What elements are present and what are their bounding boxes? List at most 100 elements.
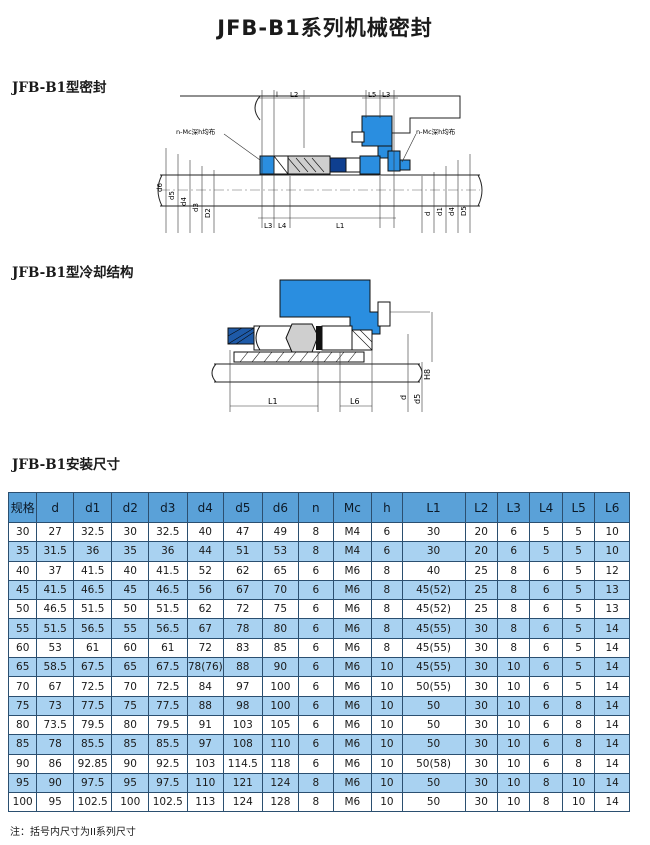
table-cell: 51 xyxy=(223,541,263,562)
table-cell: 90 xyxy=(261,657,300,678)
table-cell: 10 xyxy=(371,772,403,794)
table-cell: 30 xyxy=(111,521,149,543)
table-cell: 60 xyxy=(7,637,38,659)
table-cell: 70 xyxy=(7,676,38,697)
table-cell: 47 xyxy=(223,521,263,543)
table-cell: 73 xyxy=(36,695,74,716)
table-cell: 8 xyxy=(298,541,334,562)
table-cell: 10 xyxy=(561,792,596,813)
table-cell: 10 xyxy=(496,734,531,755)
table-cell: 10 xyxy=(496,772,531,794)
section-title-install: JFB-B1安装尺寸 xyxy=(12,457,121,473)
dim-label-d4: d4 xyxy=(180,197,188,206)
column-header: d2 xyxy=(111,492,149,523)
table-cell: 85.5 xyxy=(147,734,188,755)
table-cell: M6 xyxy=(332,792,373,813)
table-cell: 97 xyxy=(186,734,225,755)
dim-label-d6: d6 xyxy=(156,183,164,192)
table-cell: M6 xyxy=(332,695,373,716)
table-cell: 5 xyxy=(561,541,596,562)
table-cell: 5 xyxy=(561,579,596,601)
table-cell: 65 xyxy=(261,560,300,581)
table-cell: 67 xyxy=(223,579,263,601)
table-cell: 80 xyxy=(7,714,38,736)
table-cell: 50 xyxy=(401,695,466,716)
table-cell: M6 xyxy=(332,676,373,697)
table-cell: 5 xyxy=(561,521,596,543)
table-cell: 85 xyxy=(261,637,300,659)
table-cell: 92.5 xyxy=(147,753,188,774)
table-cell: 128 xyxy=(261,792,300,813)
table-cell: 6 xyxy=(529,753,563,774)
table-cell: 8 xyxy=(496,560,531,581)
table-cell: 83 xyxy=(223,637,263,659)
table-cell: 45 xyxy=(111,579,149,601)
table-cell: 100 xyxy=(7,792,38,813)
note-right: n-Mc深h均布 xyxy=(416,127,456,136)
table-cell: 5 xyxy=(561,637,596,659)
dim-label-right-d5: D5 xyxy=(460,206,468,216)
column-header: d1 xyxy=(72,492,113,523)
table-cell: 10 xyxy=(496,753,531,774)
cooling-structure-diagram: L1 L6 d d5 H8 xyxy=(211,279,433,412)
table-cell: 45(52) xyxy=(401,599,466,620)
table-cell: 6 xyxy=(371,541,403,562)
dim-label-d3: d3 xyxy=(192,203,200,212)
table-cell: 32.5 xyxy=(147,521,188,543)
table-cell: 6 xyxy=(298,753,334,774)
table-cell: 72.5 xyxy=(147,676,188,697)
table-cell: M6 xyxy=(332,560,373,581)
table-cell: 80 xyxy=(261,618,300,639)
table-cell: 51.5 xyxy=(36,618,74,639)
table-cell: 10 xyxy=(561,772,596,794)
table-cell: 6 xyxy=(529,579,563,601)
table-cell: M4 xyxy=(332,541,373,562)
table-cell: 78(76) xyxy=(186,657,225,678)
table-cell: 8 xyxy=(561,753,596,774)
table-cell: 30 xyxy=(464,637,498,659)
table-cell: 8 xyxy=(496,637,531,659)
table-cell: 14 xyxy=(594,657,630,678)
table-cell: 50 xyxy=(401,734,466,755)
table-cell: 30 xyxy=(464,618,498,639)
table-cell: 14 xyxy=(594,714,630,736)
table-cell: 14 xyxy=(594,618,630,639)
table-cell: 50 xyxy=(401,772,466,794)
table-cell: 6 xyxy=(496,521,531,543)
table-cell: 124 xyxy=(261,772,300,794)
table-cell: 8 xyxy=(529,772,563,794)
table-cell: M6 xyxy=(332,599,373,620)
table-cell: 98 xyxy=(223,695,263,716)
table-cell: 72 xyxy=(223,599,263,620)
table-cell: 46.5 xyxy=(72,579,113,601)
column-header: d3 xyxy=(147,492,188,523)
table-cell: 5 xyxy=(529,521,563,543)
table-cell: 25 xyxy=(464,599,498,620)
seal-cross-section-diagram: l L2 L5 L3 n-Mc深h均布 n-Mc深h均布 d6 d5 d4 d3… xyxy=(156,90,483,233)
dim-label-top-l5: L5 xyxy=(368,91,376,99)
table-cell: 5 xyxy=(529,541,563,562)
table-cell: 103 xyxy=(223,714,263,736)
table-cell: 50 xyxy=(111,599,149,620)
table-cell: 88 xyxy=(223,657,263,678)
table-cell: 37 xyxy=(36,560,74,581)
table-cell: 75 xyxy=(7,695,38,716)
table-cell: 5 xyxy=(561,560,596,581)
table-cell: 51.5 xyxy=(147,599,188,620)
table-cell: 41.5 xyxy=(72,560,113,581)
table-cell: 8 xyxy=(298,521,334,543)
section-title-seal: JFB-B1型密封 xyxy=(12,80,107,96)
column-header: d6 xyxy=(261,492,300,523)
table-cell: 14 xyxy=(594,676,630,697)
table-cell: 85 xyxy=(7,734,38,755)
table-cell: 30 xyxy=(7,521,38,543)
table-cell: 73.5 xyxy=(36,714,74,736)
table-cell: 90 xyxy=(111,753,149,774)
table-cell: M6 xyxy=(332,657,373,678)
table-cell: 8 xyxy=(298,792,334,813)
table-cell: 53 xyxy=(261,541,300,562)
